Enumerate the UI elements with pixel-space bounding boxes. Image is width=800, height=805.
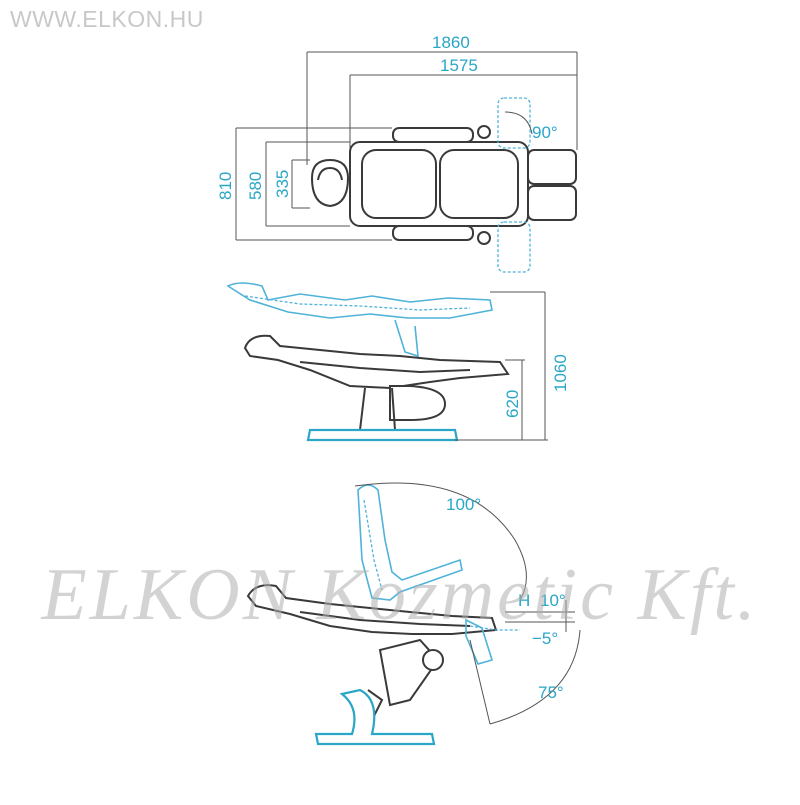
angle-minus-5: −5° [532,629,558,648]
motor-housing [389,385,447,421]
armrest-top-upper [392,127,474,143]
dim-620: 620 [503,390,522,418]
armrest-top-lower [392,225,474,241]
dim-580: 580 [246,172,265,200]
backrest-upright [357,484,463,601]
dim-810: 810 [216,172,235,200]
side-base [306,428,459,442]
chair-raised-outline [226,282,493,319]
headrest-top [310,158,350,208]
site-url: WWW.ELKON.HU [10,6,204,32]
legrest-top-lower [527,185,577,221]
side-view: 1060 620 [226,282,570,442]
backrest-cushion-top [361,149,437,219]
angle-90: 90° [532,123,558,142]
dim-335: 335 [273,170,292,198]
angle-10: 10° [540,591,566,610]
dim-1575: 1575 [440,56,478,75]
chair-lowered-outline [243,334,510,390]
arc-100 [354,482,527,601]
angle-75: 75° [538,683,564,702]
top-view: 1860 1575 810 580 335 [216,33,578,273]
chair-reclined-outline [246,584,498,635]
watermark: ELKON Kozmetic Kft. [41,554,759,636]
legrest-lowered [465,618,494,665]
armrest-rotated-lower [497,221,531,273]
arc-75 [489,629,581,725]
dim-1060: 1060 [551,354,570,392]
pivot-joint [422,649,444,671]
height-h: H [518,591,530,610]
seat-cushion-top [439,149,519,219]
angle-100: 100° [446,495,481,514]
dim-1860: 1860 [432,33,470,52]
recline-base [314,688,436,746]
legrest-top-upper [527,149,577,185]
recline-view: 100° H 10° −5° 75° [246,482,581,746]
armrest-rotated-upper [497,97,531,149]
